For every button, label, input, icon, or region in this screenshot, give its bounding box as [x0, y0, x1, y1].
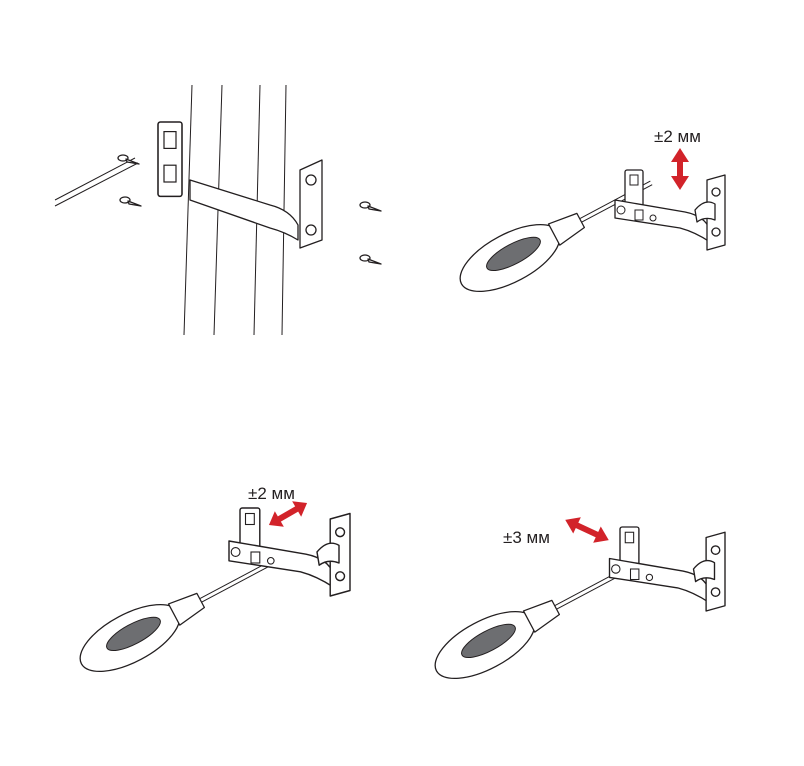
- step-depth-adjust-illustration: [69, 501, 351, 686]
- side-adjust-label: ±3 мм: [503, 528, 550, 547]
- screw-icon: [359, 201, 382, 212]
- hinge-cup-plate: [299, 159, 323, 249]
- step-mount-illustration: [54, 84, 382, 336]
- screw-icon: [359, 254, 382, 265]
- screwdriver-icon: [424, 548, 639, 693]
- hinge-icon: [614, 169, 726, 251]
- screw-icon: [117, 154, 140, 165]
- screwdriver-shaft: [54, 157, 136, 201]
- depth-adjust-label: ±2 мм: [248, 484, 295, 503]
- hinge-arm: [189, 179, 299, 241]
- door-edge-line: [183, 84, 193, 336]
- step-side-adjust-illustration: [424, 517, 726, 693]
- hinge-icon: [228, 507, 351, 597]
- hinge-icon: [608, 526, 726, 612]
- screw-icon: [119, 196, 142, 207]
- diagonal-double-arrow: [565, 517, 609, 543]
- step-vertical-adjust-illustration: [449, 148, 726, 306]
- diagonal-double-arrow: [268, 501, 308, 527]
- vertical-double-arrow: [671, 148, 689, 190]
- vertical-adjust-label: ±2 мм: [654, 127, 701, 146]
